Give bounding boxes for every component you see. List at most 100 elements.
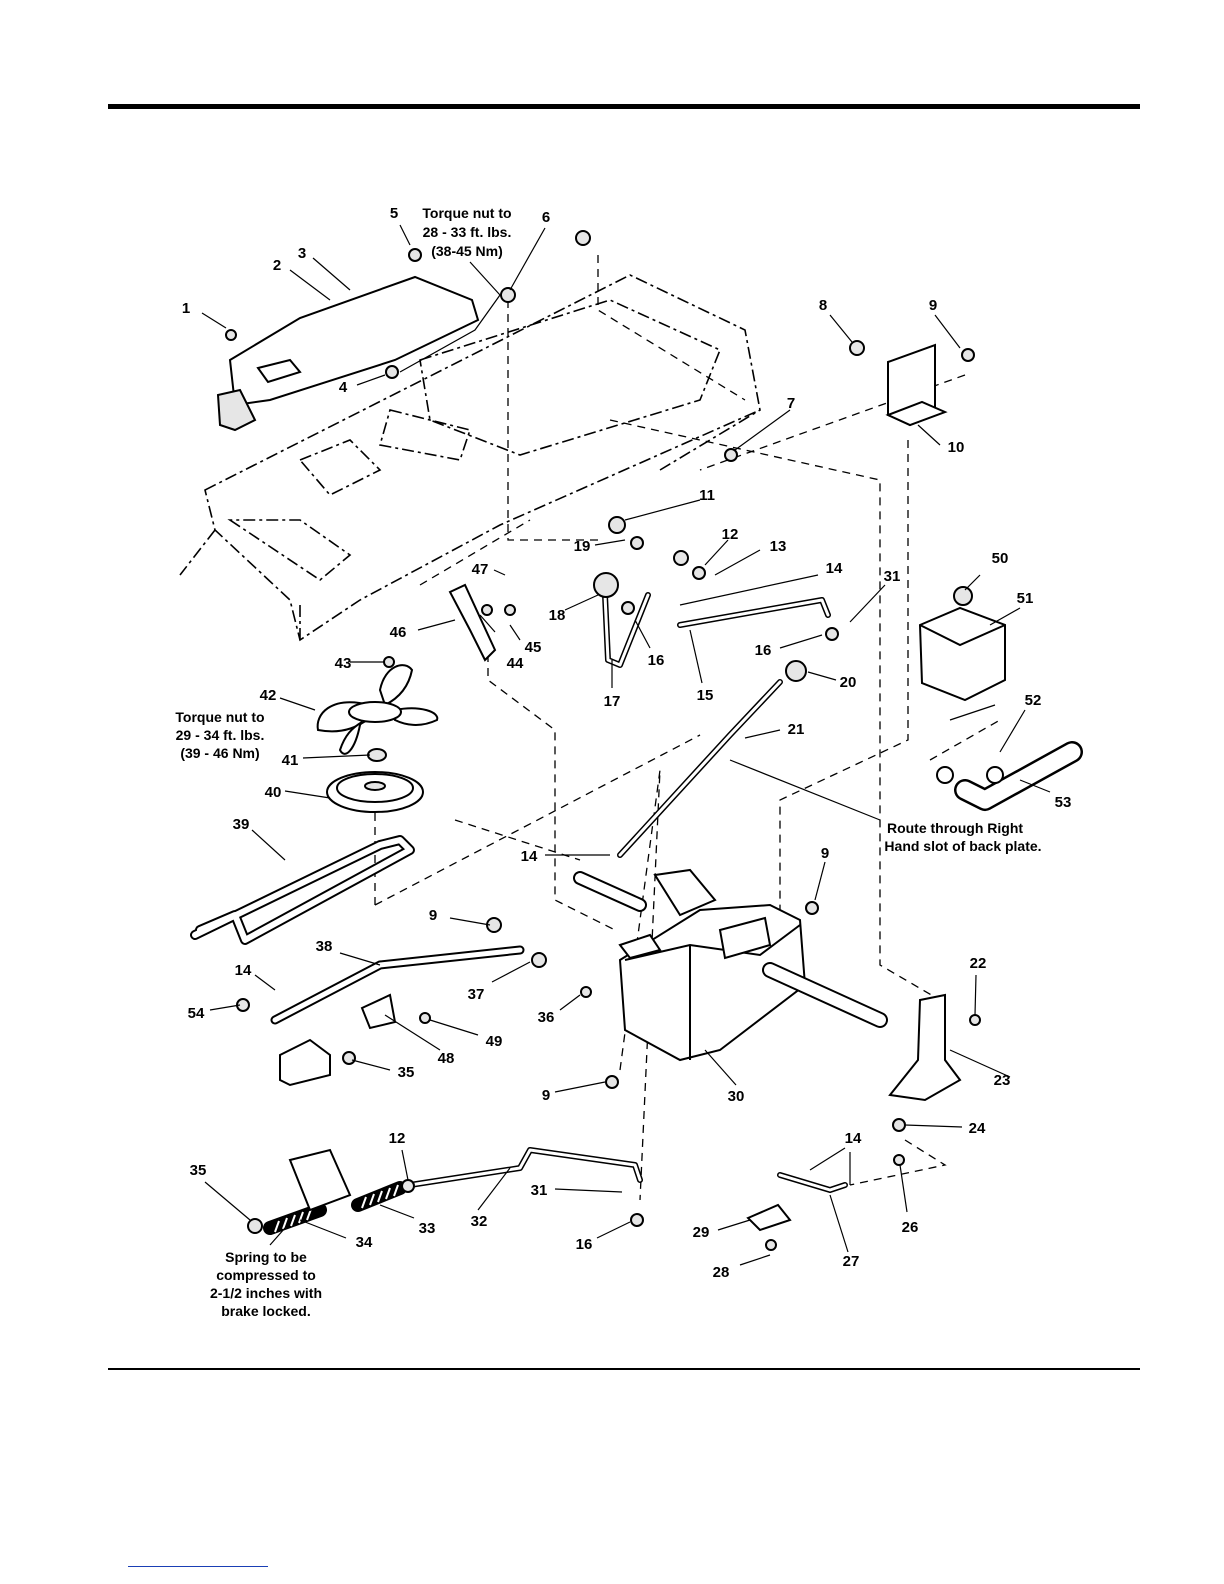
callout-18: 18 [549, 607, 566, 624]
note-spring: Spring to be compressed to 2-1/2 inches … [210, 1249, 322, 1319]
plate-part-29 [746, 1203, 792, 1232]
callout-43: 43 [335, 655, 352, 672]
callout-9-top: 9 [929, 297, 937, 314]
callout-40: 40 [265, 784, 282, 801]
callout-21: 21 [788, 721, 805, 738]
callout-36: 36 [538, 1009, 555, 1026]
spring-part-33 [351, 1181, 407, 1212]
callout-51: 51 [1017, 590, 1034, 607]
svg-text:Torque nut to: Torque nut to [422, 205, 511, 221]
rod-part-15 [677, 597, 831, 628]
bracket-part-46 [448, 583, 497, 662]
callout-14-left: 14 [235, 962, 252, 979]
callout-39: 39 [233, 816, 250, 833]
callout-49: 49 [486, 1033, 503, 1050]
callout-50: 50 [992, 550, 1009, 567]
callout-22: 22 [970, 955, 987, 972]
callout-14-top: 14 [826, 560, 843, 577]
arm-part-38 [270, 945, 525, 1025]
bracket-part-10 [885, 343, 948, 427]
hardware-fasteners [225, 230, 981, 1251]
callout-23: 23 [994, 1072, 1011, 1089]
shift-rod-part-21 [617, 679, 783, 858]
callout-6: 6 [542, 209, 550, 226]
callout-9-left: 9 [429, 907, 437, 924]
lever-part-17 [593, 572, 651, 668]
footer-rule [108, 1368, 1140, 1370]
transaxle-part-30 [573, 868, 888, 1062]
svg-text:Hand slot of back plate.: Hand slot of back plate. [884, 838, 1041, 854]
callout-16-mid: 16 [648, 652, 665, 669]
callout-42: 42 [260, 687, 277, 704]
callout-numbers: 1 2 3 4 5 6 7 8 9 10 11 12 13 14 31 19 4… [182, 205, 1072, 1281]
callout-31-bottom: 31 [531, 1182, 548, 1199]
callout-29: 29 [693, 1224, 710, 1241]
svg-text:Route through Right: Route through Right [887, 820, 1023, 836]
nut-part-41 [367, 748, 387, 762]
callout-12-bottom: 12 [389, 1130, 406, 1147]
callout-8: 8 [819, 297, 827, 314]
callout-28: 28 [713, 1264, 730, 1281]
callout-leaders [201, 224, 1051, 1266]
callout-45: 45 [525, 639, 542, 656]
callout-2: 2 [273, 257, 281, 274]
callout-33: 33 [419, 1220, 436, 1237]
callout-52: 52 [1025, 692, 1042, 709]
chassis-frame [179, 274, 761, 642]
callout-46: 46 [390, 624, 407, 641]
callout-35-mid: 35 [398, 1064, 415, 1081]
callout-15: 15 [697, 687, 714, 704]
callout-1: 1 [182, 300, 190, 317]
bracket-part-23 [888, 993, 962, 1102]
callout-24: 24 [969, 1120, 986, 1137]
callout-13: 13 [770, 538, 787, 555]
svg-text:brake locked.: brake locked. [221, 1303, 311, 1319]
hose-part-53 [936, 741, 1083, 811]
svg-text:(39 - 46 Nm): (39 - 46 Nm) [180, 745, 259, 761]
callout-20: 20 [840, 674, 857, 691]
note-torque-top: Torque nut to 28 - 33 ft. lbs. (38-45 Nm… [422, 205, 511, 259]
callout-9-bottom: 9 [542, 1087, 550, 1104]
callout-35-left: 35 [190, 1162, 207, 1179]
callout-38: 38 [316, 938, 333, 955]
link-part-27 [777, 1172, 848, 1193]
callout-19: 19 [574, 538, 591, 555]
bracket-part-35 [279, 1038, 331, 1087]
callout-41: 41 [282, 752, 299, 769]
note-route: Route through Right Hand slot of back pl… [884, 820, 1041, 854]
callout-14-bottom: 14 [845, 1130, 862, 1147]
callout-5: 5 [390, 205, 398, 222]
callout-14-mid: 14 [521, 848, 538, 865]
callout-30: 30 [728, 1088, 745, 1105]
callout-37: 37 [468, 986, 485, 1003]
callout-27: 27 [843, 1253, 860, 1270]
callout-48: 48 [438, 1050, 455, 1067]
footer-link-underline[interactable] [128, 1566, 268, 1567]
callout-4: 4 [339, 379, 348, 396]
reservoir-part-51 [918, 586, 1006, 702]
callout-16-bottom: 16 [576, 1236, 593, 1253]
svg-text:2-1/2 inches with: 2-1/2 inches with [210, 1285, 322, 1301]
callout-9-right: 9 [821, 845, 829, 862]
svg-text:Torque nut to: Torque nut to [175, 709, 264, 725]
svg-text:Spring to be: Spring to be [225, 1249, 307, 1265]
callout-12-top: 12 [722, 526, 739, 543]
svg-text:29 - 34 ft. lbs.: 29 - 34 ft. lbs. [176, 727, 265, 743]
pulley-part-40 [326, 771, 424, 813]
callout-17: 17 [604, 693, 621, 710]
callout-32: 32 [471, 1213, 488, 1230]
callout-34: 34 [356, 1234, 373, 1251]
callout-44: 44 [507, 655, 524, 672]
svg-text:(38-45 Nm): (38-45 Nm) [431, 243, 503, 259]
brake-rod-part-32 [407, 1147, 643, 1188]
mounting-plate-part-2-3 [216, 275, 480, 432]
callout-16-right: 16 [755, 642, 772, 659]
callout-10: 10 [948, 439, 965, 456]
callout-7: 7 [787, 395, 795, 412]
callout-54: 54 [188, 1005, 205, 1022]
callout-26: 26 [902, 1219, 919, 1236]
svg-text:28 - 33 ft. lbs.: 28 - 33 ft. lbs. [423, 224, 512, 240]
spring-part-34 [263, 1203, 327, 1235]
